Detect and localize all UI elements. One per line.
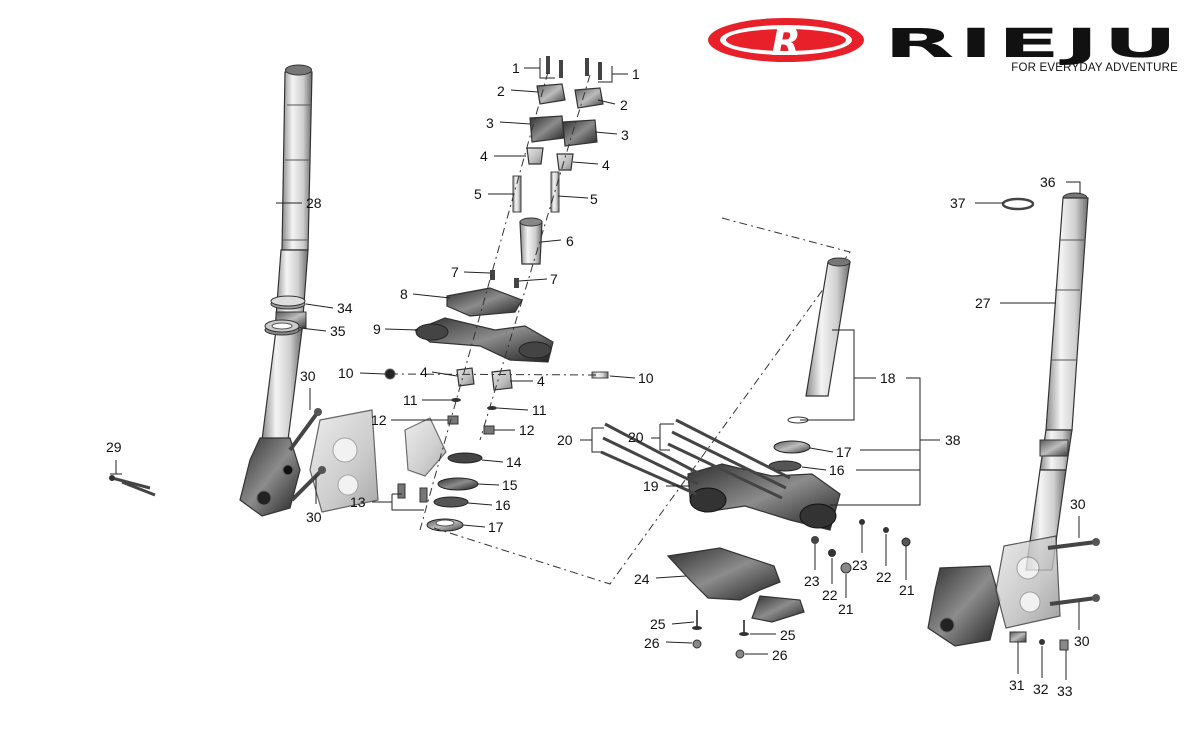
callout-4: 4 bbox=[602, 157, 610, 173]
callout-4: 4 bbox=[480, 148, 488, 164]
callout-30: 30 bbox=[1074, 633, 1090, 649]
callout-8: 8 bbox=[400, 286, 408, 302]
callout-31: 31 bbox=[1009, 677, 1025, 693]
callout-35: 35 bbox=[330, 323, 346, 339]
callout-5: 5 bbox=[590, 191, 598, 207]
callout-24: 24 bbox=[634, 571, 650, 587]
fork-seal-35 bbox=[264, 319, 300, 336]
left-fork-leg bbox=[239, 64, 313, 517]
callout-20: 20 bbox=[557, 432, 573, 448]
callout-19: 19 bbox=[643, 478, 659, 494]
callout-18: 18 bbox=[880, 370, 896, 386]
callout-34: 34 bbox=[337, 300, 353, 316]
callout-12: 12 bbox=[519, 422, 535, 438]
callout-1: 1 bbox=[512, 60, 520, 76]
callout-33: 33 bbox=[1057, 683, 1073, 699]
callout-labels: 1 1 2 2 3 3 4 4 5 5 6 7 7 8 9 10 10 4 4 … bbox=[106, 60, 1090, 699]
callout-1: 1 bbox=[632, 66, 640, 82]
callout-3: 3 bbox=[621, 127, 629, 143]
right-fork-leg bbox=[927, 192, 1089, 647]
callout-32: 32 bbox=[1033, 681, 1049, 697]
callout-21: 21 bbox=[899, 582, 915, 598]
callout-17: 17 bbox=[836, 444, 852, 460]
axle-pinch-bolt bbox=[109, 475, 156, 497]
right-brake-caliper bbox=[995, 535, 1061, 629]
callout-2: 2 bbox=[497, 83, 505, 99]
callout-36: 36 bbox=[1040, 174, 1056, 190]
callout-29: 29 bbox=[106, 439, 122, 455]
callout-17: 17 bbox=[488, 519, 504, 535]
logo-letter: R bbox=[771, 20, 800, 64]
bleed-valve bbox=[1009, 631, 1027, 643]
callout-4: 4 bbox=[537, 373, 545, 389]
steering-stem-assembly bbox=[600, 257, 911, 659]
callout-22: 22 bbox=[822, 587, 838, 603]
callout-22: 22 bbox=[876, 569, 892, 585]
callout-9: 9 bbox=[373, 321, 381, 337]
caliper-bolt-left-lower bbox=[290, 466, 326, 502]
callout-23: 23 bbox=[852, 557, 868, 573]
fork-seal-34 bbox=[270, 295, 306, 310]
callout-37: 37 bbox=[950, 195, 966, 211]
o-ring bbox=[1001, 197, 1035, 211]
callout-11: 11 bbox=[403, 392, 418, 408]
callout-13: 13 bbox=[350, 494, 366, 510]
callout-7: 7 bbox=[451, 264, 459, 280]
callout-30: 30 bbox=[1070, 496, 1086, 512]
callout-16: 16 bbox=[829, 462, 845, 478]
callout-2: 2 bbox=[620, 97, 628, 113]
callout-26: 26 bbox=[772, 647, 788, 663]
callout-10: 10 bbox=[638, 370, 654, 386]
callout-28: 28 bbox=[306, 195, 322, 211]
callout-15: 15 bbox=[502, 477, 518, 493]
callout-14: 14 bbox=[506, 454, 522, 470]
left-brake-caliper bbox=[309, 409, 379, 513]
callout-21: 21 bbox=[838, 601, 854, 617]
caliper-bolt-right-lower bbox=[1049, 594, 1100, 606]
callout-25: 25 bbox=[780, 627, 796, 643]
callout-4: 4 bbox=[420, 364, 428, 380]
callout-20: 20 bbox=[628, 429, 644, 445]
callout-5: 5 bbox=[474, 186, 482, 202]
callout-16: 16 bbox=[495, 497, 511, 513]
callout-26: 26 bbox=[644, 635, 660, 651]
callout-10: 10 bbox=[338, 365, 354, 381]
brand-logo: R RIEJU FOR EVERYDAY ADVENTURE bbox=[708, 18, 1182, 74]
callout-25: 25 bbox=[650, 616, 666, 632]
callout-12: 12 bbox=[371, 412, 387, 428]
callout-7: 7 bbox=[550, 271, 558, 287]
callout-27: 27 bbox=[975, 295, 991, 311]
callout-23: 23 bbox=[804, 573, 820, 589]
callout-38: 38 bbox=[945, 432, 961, 448]
caliper-bolt-right-upper bbox=[1047, 538, 1100, 550]
callout-30: 30 bbox=[306, 509, 322, 525]
handlebar-clamp-stack bbox=[384, 56, 609, 532]
callout-6: 6 bbox=[566, 233, 574, 249]
callout-30: 30 bbox=[300, 368, 316, 384]
callout-3: 3 bbox=[486, 115, 494, 131]
caliper-bolt-left-upper bbox=[288, 408, 322, 452]
brand-wordmark: RIEJU bbox=[884, 21, 1182, 67]
brand-tagline: FOR EVERYDAY ADVENTURE bbox=[1011, 62, 1178, 74]
callout-11: 11 bbox=[532, 402, 547, 418]
